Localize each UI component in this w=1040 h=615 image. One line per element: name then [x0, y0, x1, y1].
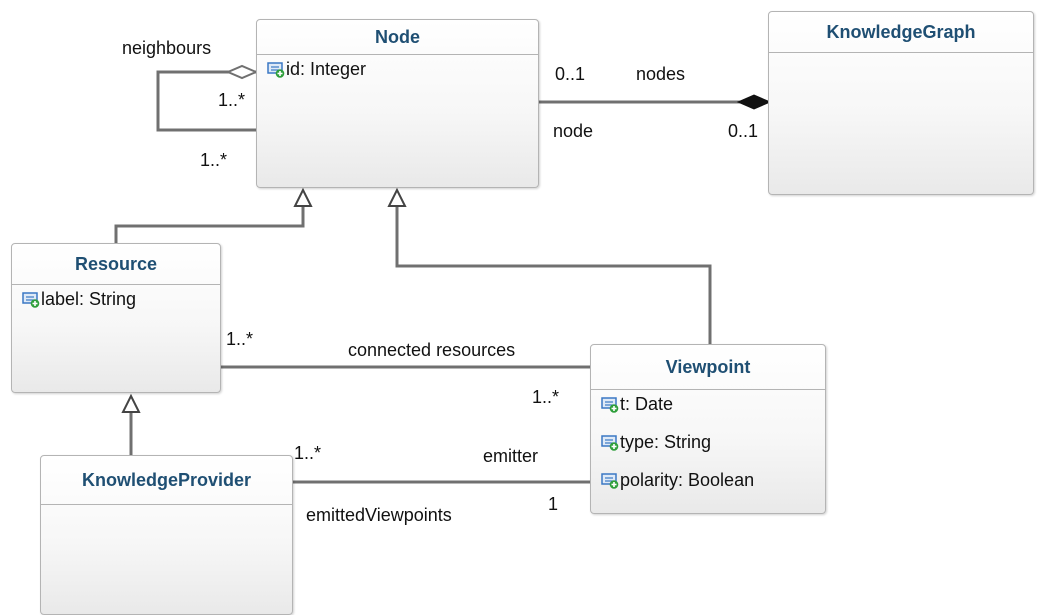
provider-viewpoint-viewpoint-multiplicity: 1	[548, 494, 559, 514]
provider-viewpoint-emitted-role: emittedViewpoints	[306, 505, 452, 525]
viewpoint-class[interactable]: Viewpoint t: Date type: String	[590, 344, 826, 514]
viewpoint-attribute-polarity[interactable]: polarity: Boolean	[591, 466, 825, 504]
viewpoint-attribute-type-text: type: String	[620, 432, 712, 452]
node-attribute-id[interactable]: id: Integer	[257, 55, 538, 95]
node-class[interactable]: Node id: Integer	[256, 19, 539, 188]
diagram-canvas	[114, 64, 772, 484]
neighbours-association-line[interactable]	[156, 70, 256, 132]
node-graph-nodes-role: nodes	[636, 64, 686, 84]
neighbours-role-label: neighbours	[122, 38, 212, 58]
attribute-icon	[601, 473, 619, 489]
attribute-icon	[601, 397, 619, 413]
attribute-icon	[22, 292, 40, 308]
neighbours-aggregation-diamond	[225, 64, 259, 80]
viewpoint-attribute-t[interactable]: t: Date	[591, 390, 825, 428]
node-class-title: Node	[257, 20, 538, 55]
node-graph-graph-multiplicity: 0..1	[728, 121, 759, 141]
provider-viewpoint-provider-multiplicity: 1..*	[294, 443, 322, 463]
viewpoint-attribute-type[interactable]: type: String	[591, 428, 825, 466]
attribute-icon	[267, 62, 285, 78]
viewpoint-class-title: Viewpoint	[591, 345, 825, 390]
resource-viewpoint-viewpoint-multiplicity: 1..*	[532, 387, 560, 407]
viewpoint-generalization-line[interactable]	[395, 206, 712, 344]
provider-viewpoint-emitter-role: emitter	[483, 446, 539, 466]
resource-class[interactable]: Resource label: String	[11, 243, 221, 393]
resource-generalization-arrow	[293, 187, 313, 207]
node-graph-node-role: node	[553, 121, 594, 141]
knowledge-provider-class[interactable]: KnowledgeProvider	[40, 455, 293, 615]
viewpoint-attribute-polarity-text: polarity: Boolean	[620, 470, 755, 490]
node-graph-nodes-multiplicity: 0..1	[555, 64, 586, 84]
resource-attribute-label-text: label: String	[41, 289, 137, 309]
provider-generalization-arrow	[121, 393, 141, 413]
node-graph-composition-diamond	[736, 94, 772, 110]
knowledge-graph-class-title: KnowledgeGraph	[769, 12, 1033, 53]
resource-class-title: Resource	[12, 244, 220, 285]
node-attribute-id-text: id: Integer	[286, 59, 367, 79]
knowledge-graph-class[interactable]: KnowledgeGraph	[768, 11, 1034, 195]
resource-attribute-label[interactable]: label: String	[12, 285, 220, 325]
neighbours-target-multiplicity: 1..*	[218, 90, 246, 110]
attribute-icon	[601, 435, 619, 451]
resource-generalization-line[interactable]	[114, 206, 305, 244]
viewpoint-generalization-arrow	[387, 187, 407, 207]
resource-viewpoint-resource-multiplicity: 1..*	[226, 329, 254, 349]
resource-viewpoint-role: connected resources	[348, 340, 516, 360]
neighbours-source-multiplicity: 1..*	[200, 150, 228, 170]
knowledge-provider-class-title: KnowledgeProvider	[41, 456, 292, 505]
viewpoint-attribute-t-text: t: Date	[620, 394, 674, 414]
